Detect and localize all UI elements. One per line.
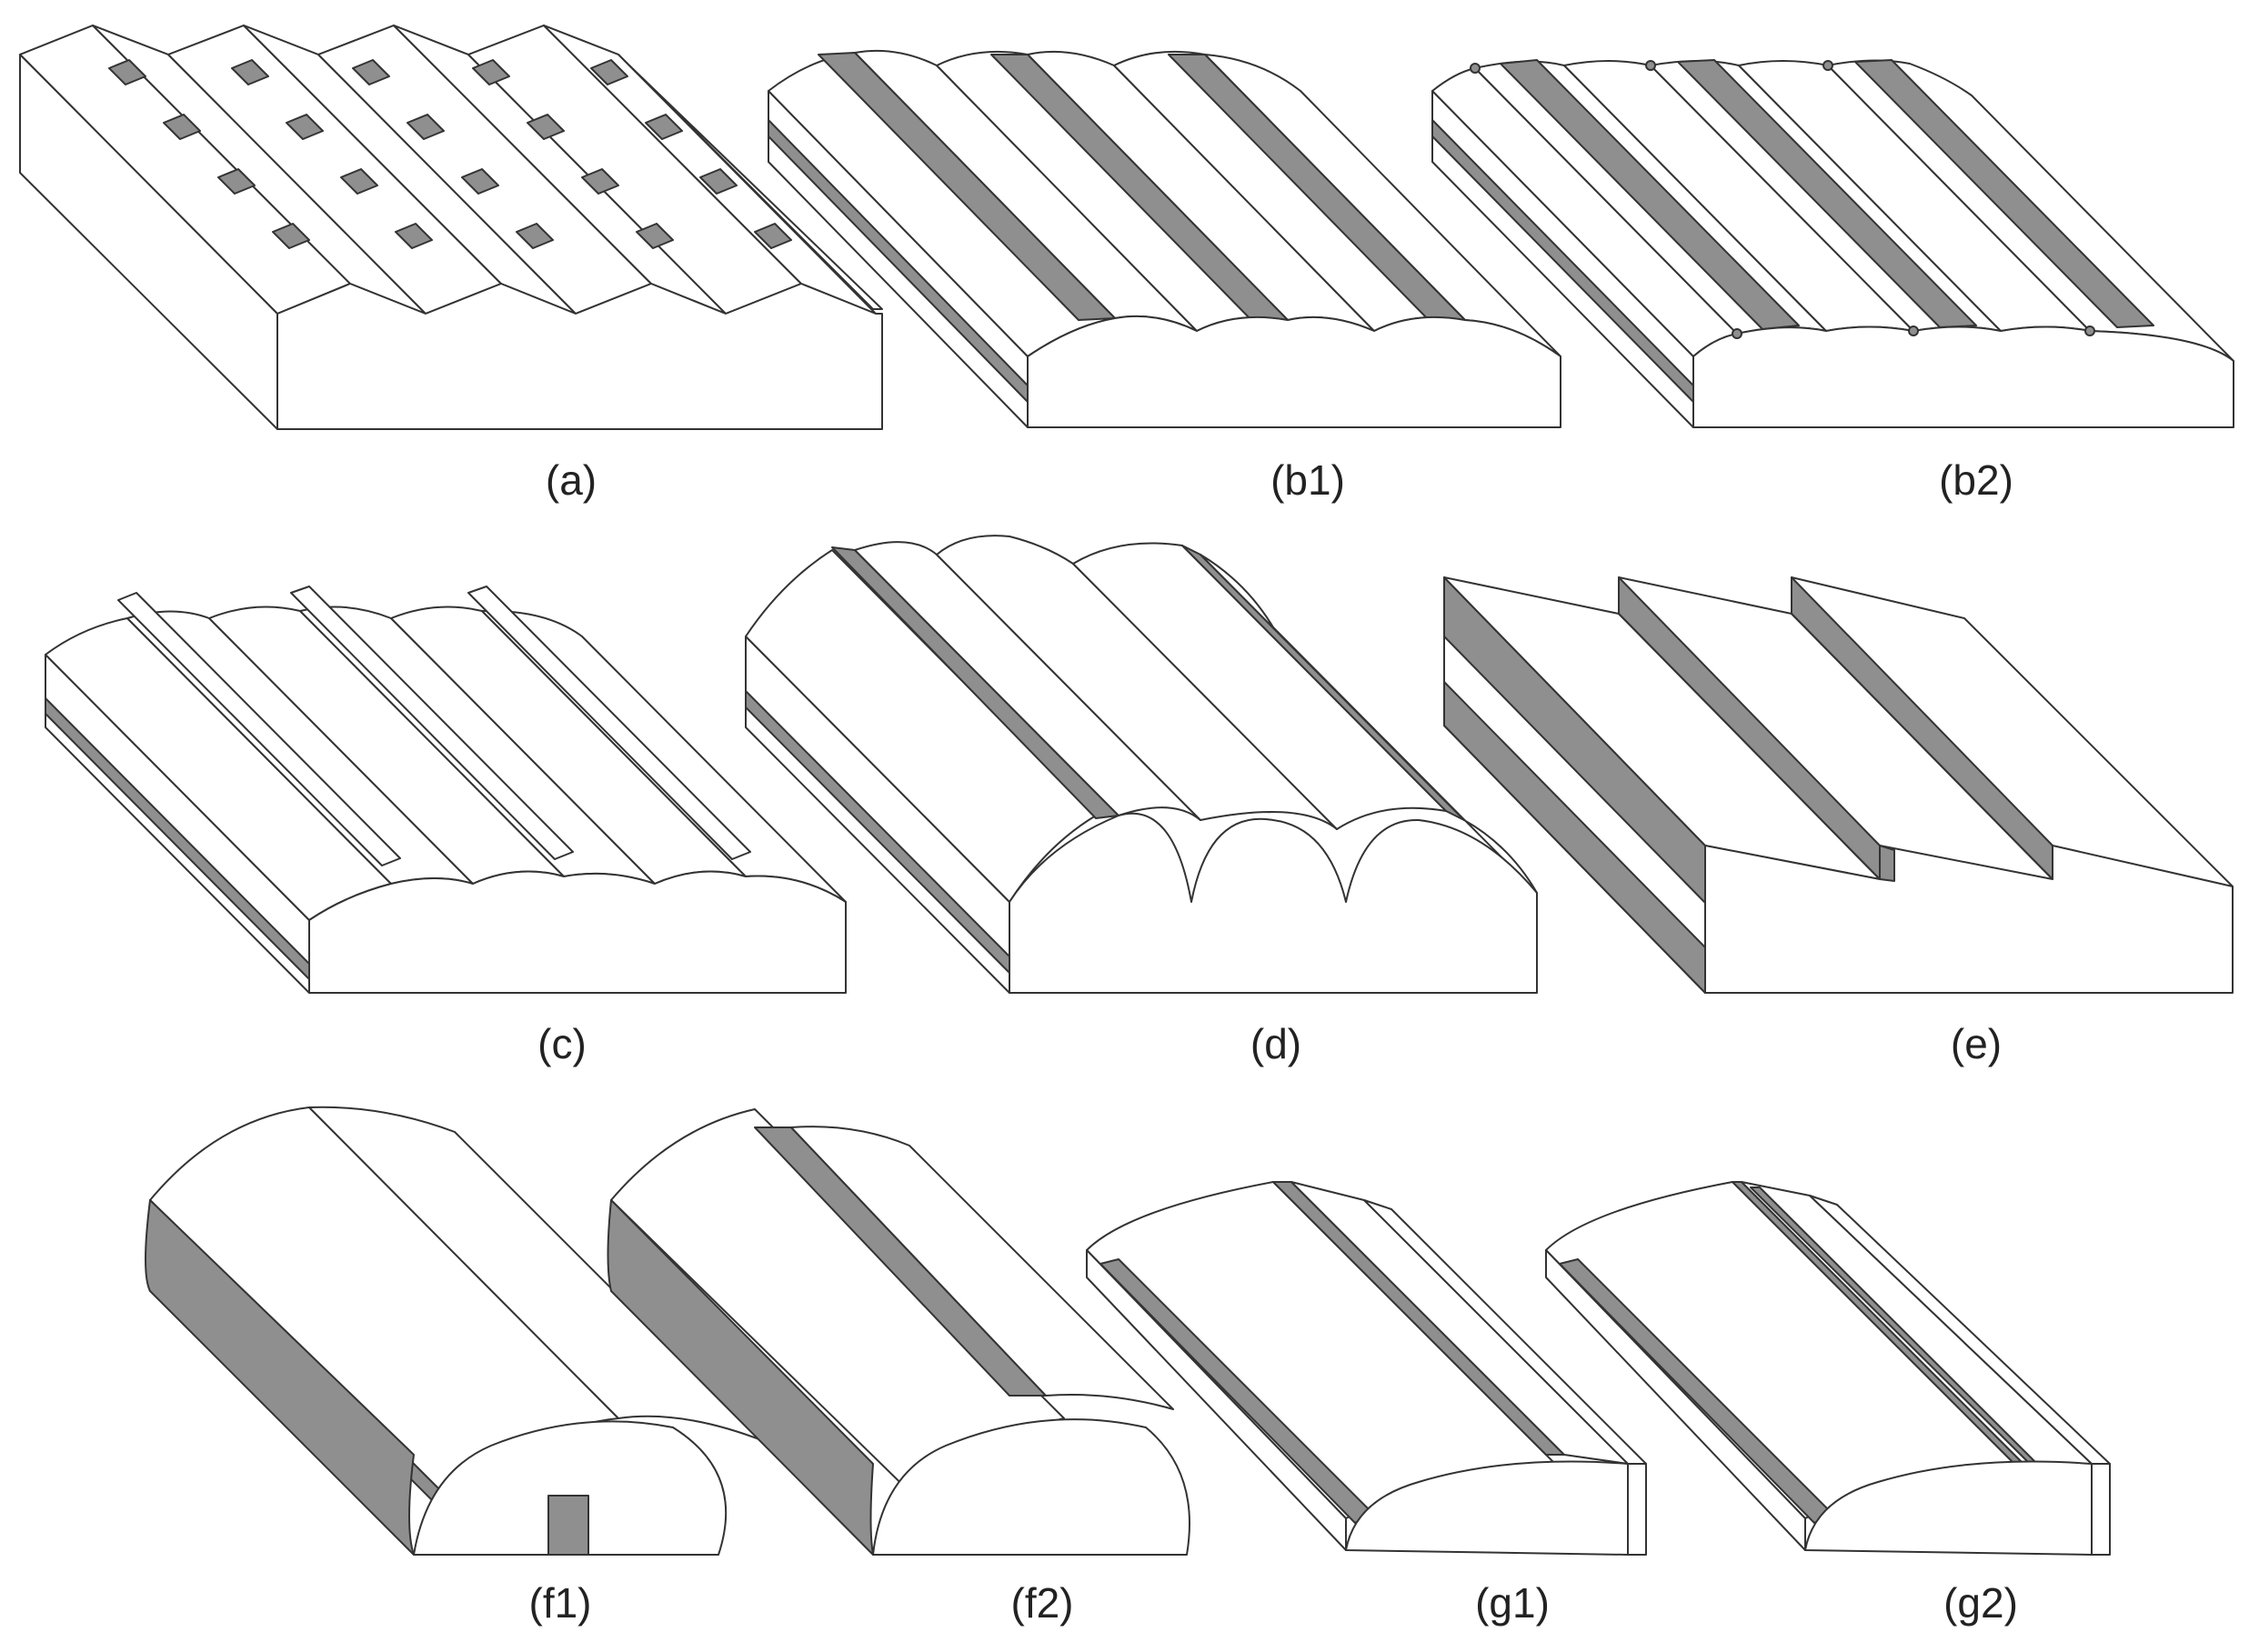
caption-c: (c) xyxy=(537,1020,587,1067)
diagram-d xyxy=(746,536,1537,993)
diagram-b1 xyxy=(768,51,1561,427)
diagram-b2 xyxy=(1432,60,2234,427)
roof-vents xyxy=(109,60,791,248)
caption-d: (d) xyxy=(1250,1020,1302,1067)
diagram-c xyxy=(45,586,846,993)
caption-g1: (g1) xyxy=(1475,1579,1550,1627)
caption-b2: (b2) xyxy=(1939,456,2013,504)
gutter-points xyxy=(1470,60,2095,339)
caption-b1: (b1) xyxy=(1270,456,1345,504)
diagram-f2 xyxy=(608,1109,1190,1555)
diagram-a xyxy=(20,25,882,429)
diagram-f1 xyxy=(146,1107,764,1555)
caption-e: (e) xyxy=(1950,1020,2003,1067)
door xyxy=(548,1496,588,1555)
diagram-g1 xyxy=(1087,1182,1646,1555)
caption-g2: (g2) xyxy=(1943,1579,2018,1627)
caption-a: (a) xyxy=(545,456,597,504)
diagram-g2 xyxy=(1546,1182,2110,1555)
caption-f1: (f1) xyxy=(528,1579,592,1627)
caption-f2: (f2) xyxy=(1010,1579,1074,1627)
diagram-e xyxy=(1444,577,2233,993)
